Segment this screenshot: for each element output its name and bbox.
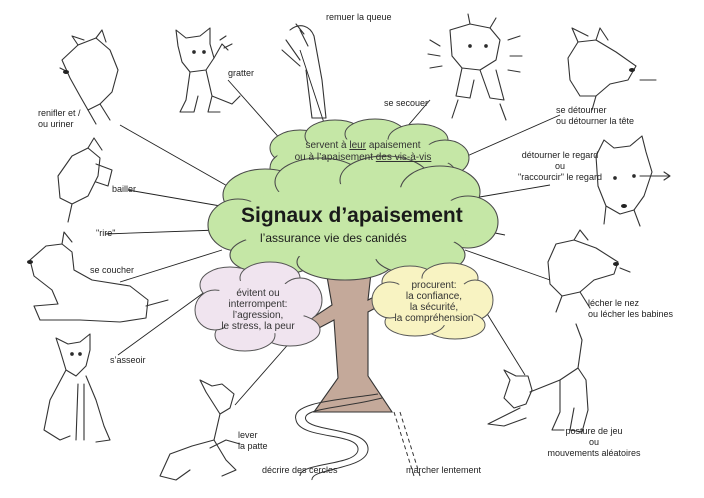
top-cloud-underline2: des vis-à-vis (375, 152, 432, 163)
label-lecher: lécher le nez ou lécher les babines (588, 298, 673, 320)
dog-lifting-paw-icon (159, 379, 241, 481)
dog-shaking-icon (427, 13, 523, 121)
right-cloud-text: procurent: la confiance, la sécurité, la… (388, 280, 480, 324)
top-cloud-underline1: leur (349, 140, 367, 151)
dog-lying-down-icon (29, 231, 169, 323)
left-cloud-text: évitent ou interrompent: l’agression, le… (205, 288, 311, 332)
circles-path (295, 393, 379, 477)
right-cloud-line: la sécurité, (409, 302, 459, 313)
label-bailler: bailler (112, 184, 137, 194)
label-line: se détourner (556, 105, 607, 115)
label-line: détourner le regard (521, 150, 599, 160)
label-rire: "rire" (96, 228, 116, 238)
label-cercles: décrire des cercles (262, 465, 338, 475)
dog-play-bow-icon (487, 323, 589, 433)
label-gratter: gratter (228, 68, 255, 78)
left-cloud-line: le stress, la peur (221, 321, 295, 332)
label-line: renifler et / (38, 108, 81, 118)
label-patte: lever la patte (238, 430, 268, 452)
top-cloud-text: servent à leur apaisement ou à l’apaisem… (278, 140, 448, 164)
label-line: la patte (238, 441, 268, 451)
right-cloud (371, 262, 494, 340)
label-jeu: posture de jeu ou mouvements aléatoires (538, 426, 650, 459)
right-cloud-line: la compréhension (394, 313, 474, 324)
label-line: posture de jeu (565, 426, 623, 436)
label-secouer: se secouer (384, 98, 429, 108)
left-cloud (194, 261, 323, 352)
top-cloud-line1b: apaisement (366, 140, 421, 151)
label-line: lécher le nez (588, 298, 640, 308)
label-lentement: marcher lentement (406, 465, 482, 475)
dog-scratching-icon (175, 27, 241, 113)
left-cloud-line: l’agression, (232, 310, 284, 321)
label-line: "raccourcir" le regard (518, 172, 602, 182)
main-cloud (207, 155, 499, 281)
label-asseoir: s’asseoir (110, 355, 146, 365)
left-cloud-line: interrompent: (228, 299, 288, 310)
right-cloud-line: procurent: (411, 280, 457, 291)
label-line: lever (238, 430, 258, 440)
dog-licking-nose-icon (547, 229, 631, 313)
dog-sitting-icon (43, 333, 111, 443)
dog-head-turning-icon (567, 27, 657, 111)
label-line: ou (554, 161, 565, 171)
dog-looking-away-icon (595, 135, 671, 227)
top-cloud-line2a: ou à l’apaisement (294, 152, 376, 163)
label-renifler: renifler et / ou uriner (38, 108, 81, 130)
dog-tail-wagging-icon (281, 23, 327, 119)
label-detourner: se détourner ou détourner la tête (556, 105, 634, 127)
left-cloud-line: évitent ou (236, 288, 280, 299)
label-remuer: remuer la queue (326, 12, 392, 22)
top-cloud-line1a: servent à (305, 140, 350, 151)
label-coucher: se coucher (90, 265, 135, 275)
label-line: ou détourner la tête (556, 116, 635, 126)
diagram-subtitle: l’assurance vie des canidés (260, 231, 407, 245)
label-line: ou lécher les babines (588, 309, 674, 319)
diagram-title: Signaux d’apaisement (241, 204, 463, 227)
label-line: mouvements aléatoires (547, 448, 641, 458)
label-line: ou (588, 437, 599, 447)
dog-yawning-icon (57, 137, 113, 223)
right-cloud-line: la confiance, (405, 291, 463, 302)
label-regard: détourner le regard ou "raccourcir" le r… (508, 150, 612, 183)
label-line: ou uriner (38, 119, 74, 129)
